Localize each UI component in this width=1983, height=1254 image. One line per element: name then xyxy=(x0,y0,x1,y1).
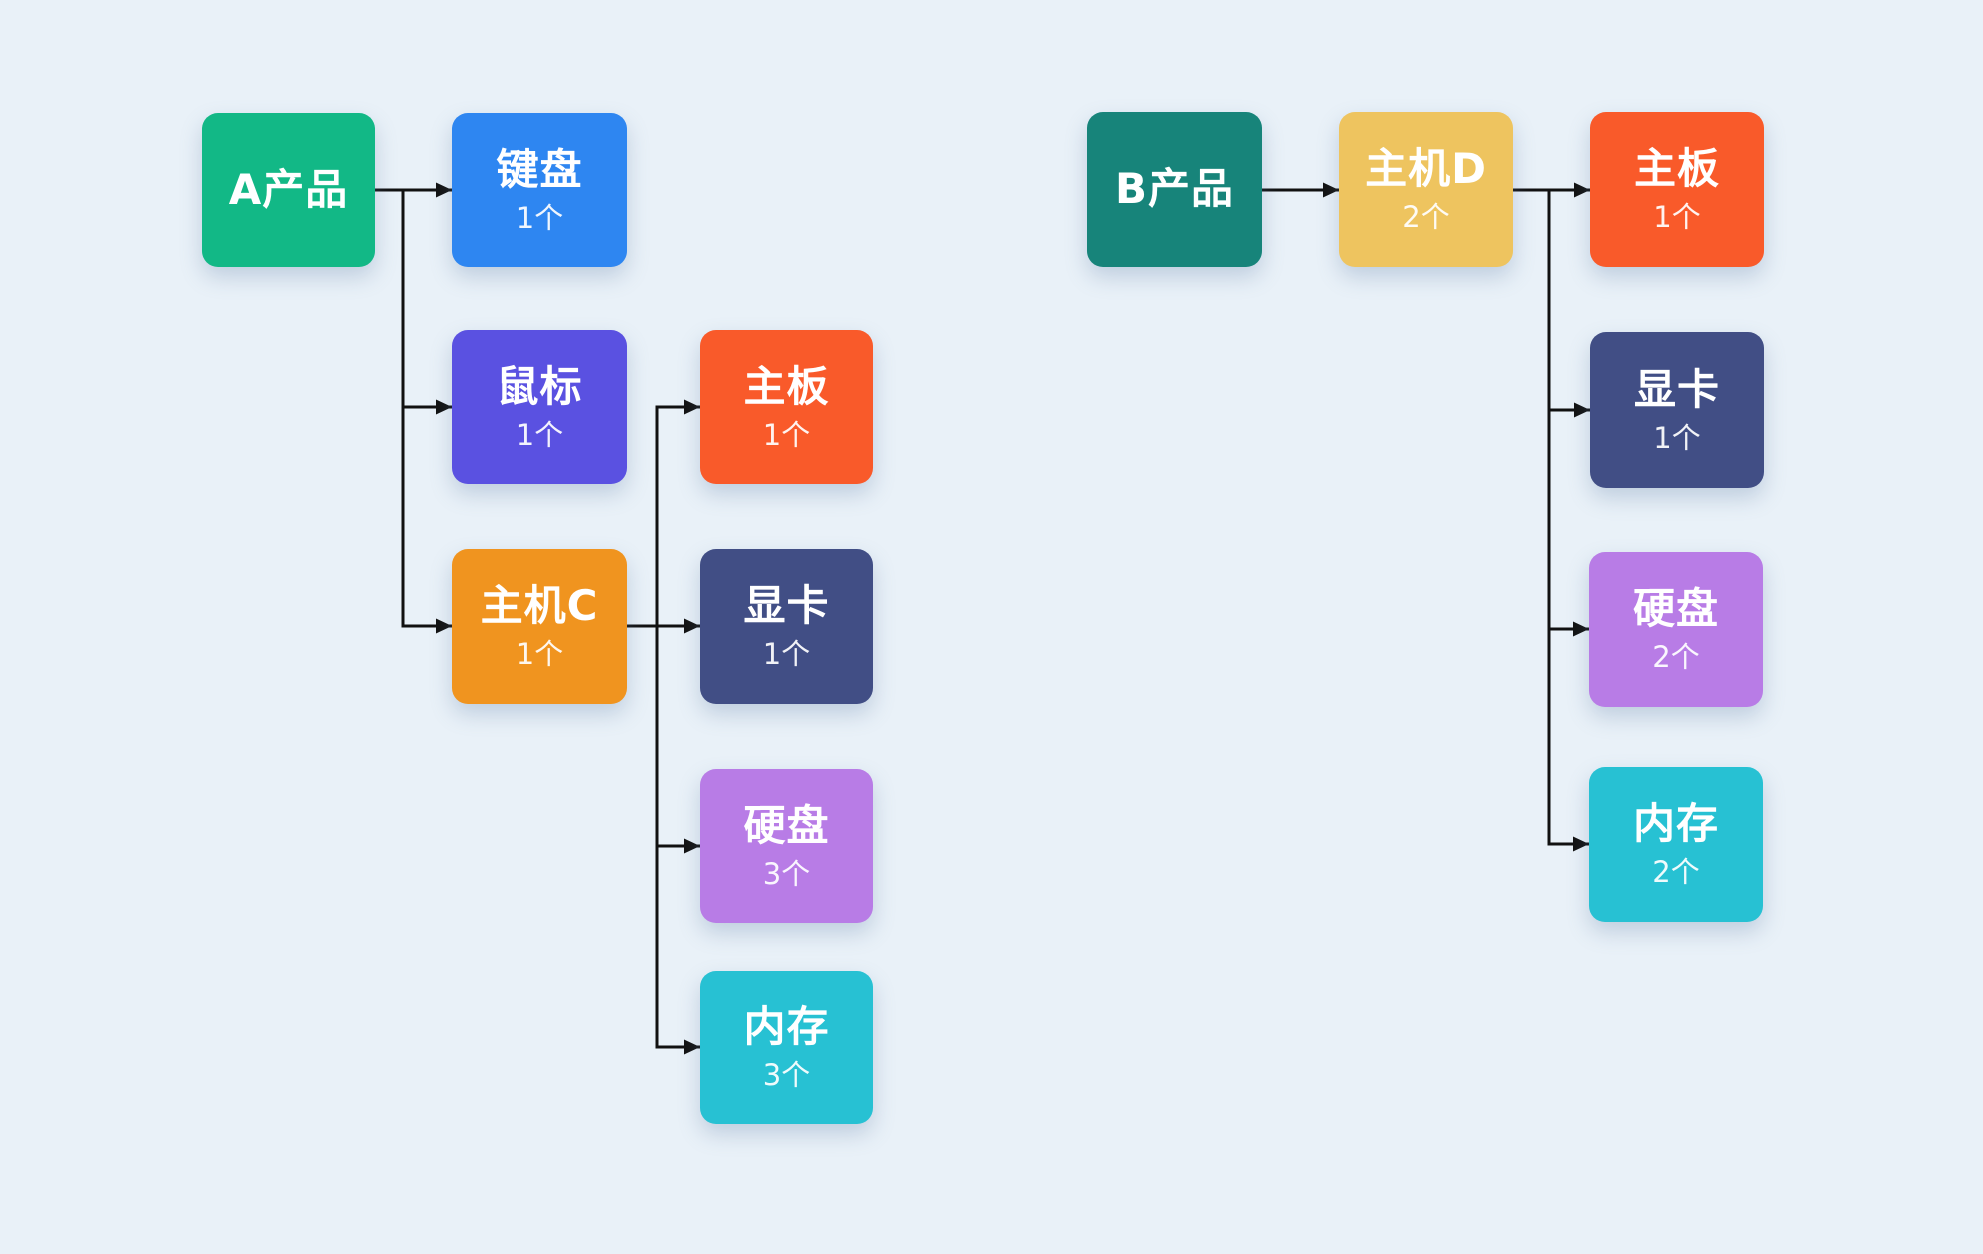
node-label: 显卡 xyxy=(1633,364,1720,414)
node-label: A产品 xyxy=(228,164,349,214)
node-count: 2个 xyxy=(1402,200,1450,235)
edge-a-host-c-to-a-hdd xyxy=(655,626,700,854)
node-count: 2个 xyxy=(1652,640,1700,675)
node-label: 显卡 xyxy=(743,581,830,631)
node-b-product[interactable]: B产品 xyxy=(1087,112,1262,267)
node-a-product[interactable]: A产品 xyxy=(202,113,375,267)
node-b-host-d[interactable]: 主机D 2个 xyxy=(1339,112,1513,267)
edge-a-product-to-a-host-c xyxy=(401,190,452,634)
node-a-mouse[interactable]: 鼠标 1个 xyxy=(452,330,627,484)
edge-a-host-c-to-a-mainboard xyxy=(655,399,700,626)
edge-b-host-d-to-b-ram xyxy=(1547,190,1589,852)
node-a-ram[interactable]: 内存 3个 xyxy=(700,971,873,1124)
node-label: 主机D xyxy=(1365,144,1487,194)
node-count: 1个 xyxy=(762,417,811,452)
node-a-keyboard[interactable]: 键盘 1个 xyxy=(452,113,627,267)
node-label: 硬盘 xyxy=(743,800,830,850)
node-b-mainboard[interactable]: 主板 1个 xyxy=(1590,112,1764,267)
node-label: 主机C xyxy=(480,581,599,631)
node-count: 1个 xyxy=(515,637,564,672)
node-count: 3个 xyxy=(762,856,811,891)
node-count: 3个 xyxy=(762,1058,811,1093)
node-label: 内存 xyxy=(743,1002,830,1052)
node-count: 1个 xyxy=(1653,420,1701,455)
node-count: 1个 xyxy=(515,417,564,452)
node-a-host-c[interactable]: 主机C 1个 xyxy=(452,549,627,704)
node-count: 2个 xyxy=(1652,855,1700,890)
node-b-hdd[interactable]: 硬盘 2个 xyxy=(1589,552,1763,707)
node-b-gpu[interactable]: 显卡 1个 xyxy=(1590,332,1764,488)
node-count: 1个 xyxy=(762,637,811,672)
node-label: 主板 xyxy=(743,361,830,411)
edge-a-product-to-a-mouse xyxy=(401,190,452,415)
node-label: 鼠标 xyxy=(496,361,583,411)
node-b-ram[interactable]: 内存 2个 xyxy=(1589,767,1763,922)
node-label: 主板 xyxy=(1633,144,1720,194)
edge-a-host-c-to-a-ram xyxy=(655,626,700,1055)
node-count: 1个 xyxy=(1653,200,1701,235)
node-label: 内存 xyxy=(1632,799,1719,849)
node-a-hdd[interactable]: 硬盘 3个 xyxy=(700,769,873,923)
node-label: 硬盘 xyxy=(1632,584,1719,634)
edge-b-host-d-to-b-hdd xyxy=(1547,190,1589,637)
node-count: 1个 xyxy=(515,200,564,235)
node-label: 键盘 xyxy=(496,144,583,194)
edge-b-host-d-to-b-gpu xyxy=(1547,190,1590,418)
node-label: B产品 xyxy=(1114,164,1234,214)
node-a-mainboard[interactable]: 主板 1个 xyxy=(700,330,873,484)
node-a-gpu[interactable]: 显卡 1个 xyxy=(700,549,873,704)
